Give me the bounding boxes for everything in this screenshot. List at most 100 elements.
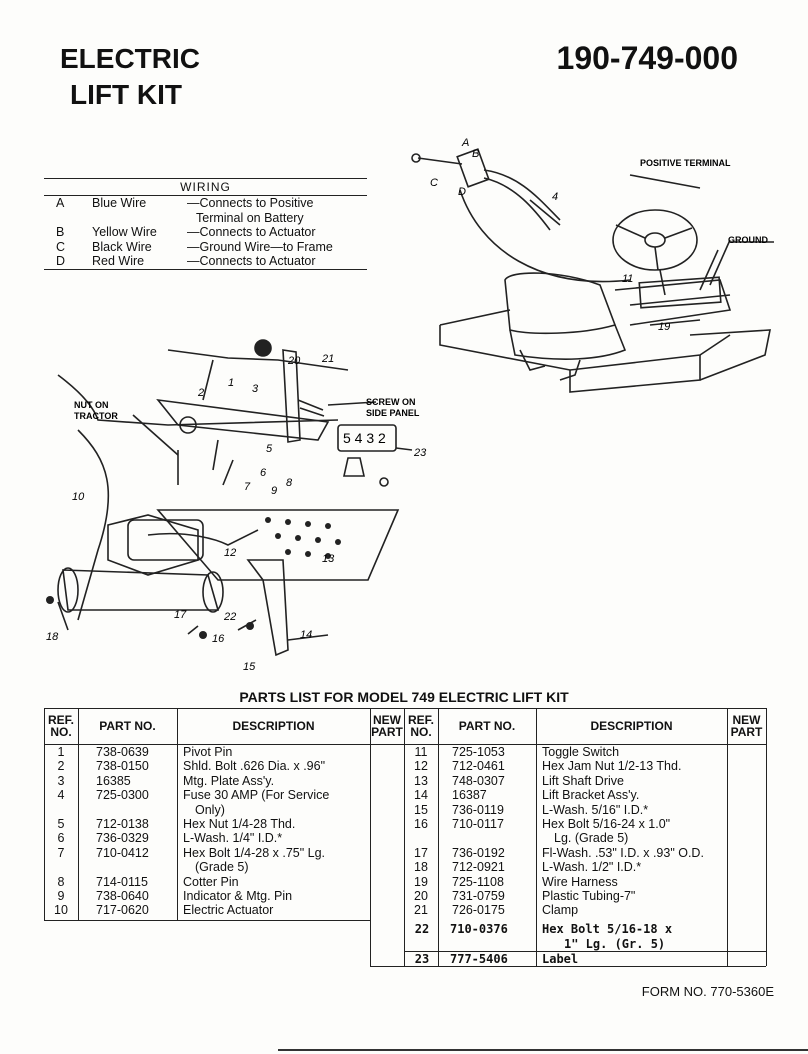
- part-description: Wire Harness: [542, 874, 618, 889]
- part-number: 712-0461: [452, 759, 505, 774]
- callout-number: 6: [260, 467, 267, 479]
- callout-number: 23: [413, 447, 427, 459]
- part-ref: 23: [414, 952, 430, 966]
- part-description: L-Wash. 5/16" I.D.*: [542, 802, 649, 817]
- part-ref: 1: [57, 745, 65, 759]
- part-number: 725-0300: [96, 788, 149, 803]
- tractor-wiring-illustration: POSITIVE TERMINAL GROUND A B C D 11 19 4: [411, 137, 774, 393]
- part-description: Indicator & Mtg. Pin: [183, 889, 293, 903]
- part-description-cont: 1" Lg. (Gr. 5): [564, 937, 666, 951]
- callout-letter: C: [430, 177, 438, 189]
- wiring-key: C: [56, 239, 66, 254]
- page-title-line1: ELECTRIC: [60, 43, 200, 74]
- callout-number: 17: [174, 609, 187, 621]
- part-description: Fuse 30 AMP (For Service: [183, 788, 330, 803]
- part-description: Pivot Pin: [183, 745, 233, 759]
- wiring-desc: —Connects to Actuator: [187, 225, 316, 239]
- callout-letter: B: [472, 148, 479, 160]
- part-description: Lg. (Grade 5): [554, 831, 629, 846]
- callout-number: 18: [46, 631, 59, 643]
- part-ref: 7: [57, 845, 65, 860]
- screw-label-1: SCREW ON: [366, 397, 416, 407]
- part-description: Hex Nut 1/4-28 Thd.: [183, 817, 296, 831]
- wiring-desc: —Ground Wire—to Frame: [187, 239, 333, 254]
- wiring-key: D: [56, 254, 66, 268]
- nut-on-tractor-label-2: TRACTOR: [74, 411, 118, 421]
- callout-number: 8: [286, 477, 293, 489]
- part-ref: 8: [57, 874, 65, 889]
- part-ref: 19: [414, 874, 428, 889]
- part-ref: 20: [414, 889, 428, 903]
- callout-number: 12: [224, 547, 236, 559]
- part-number: 731-0759: [452, 889, 505, 903]
- part-ref: 13: [414, 773, 428, 788]
- part-number: 736-0329: [96, 831, 149, 846]
- part-ref: 12: [414, 759, 428, 774]
- part-number: 736-0119: [452, 802, 504, 817]
- callout-number: 21: [321, 353, 334, 365]
- wiring-color: Blue Wire: [92, 196, 147, 210]
- part-description: Fl-Wash. .53" I.D. x .93" O.D.: [542, 845, 704, 860]
- callout-number: 3: [252, 383, 259, 395]
- header-part-no: PART NO.: [458, 718, 516, 733]
- wiring-color: Black Wire: [92, 239, 152, 254]
- part-description: Clamp: [542, 903, 579, 918]
- wiring-color: Red Wire: [92, 254, 145, 268]
- callout-number: 5: [266, 443, 273, 455]
- parts-list-title: PARTS LIST FOR MODEL 749 ELECTRIC LIFT K…: [239, 689, 569, 705]
- wiring-key: B: [56, 225, 65, 239]
- wiring-row: C Black Wire —Ground Wire—to Frame: [44, 240, 367, 255]
- callout-number: 9: [271, 485, 277, 497]
- part-description: Hex Bolt 5/16-24 x 1.0": [542, 817, 671, 831]
- callout-number: 1: [228, 377, 234, 389]
- part-description: Cotter Pin: [183, 874, 239, 889]
- part-number: 16385: [96, 773, 131, 788]
- form-number: FORM NO. 770-5360E: [641, 984, 774, 999]
- callout-letter: A: [461, 137, 469, 149]
- part-ref: 2: [57, 759, 65, 774]
- part-ref: 9: [57, 889, 65, 903]
- part-number: 712-0138: [96, 817, 149, 831]
- bottom-rule: [278, 1049, 808, 1051]
- part-number: 738-0150: [96, 759, 149, 774]
- part-number: 712-0921: [452, 860, 505, 875]
- part-ref: 3: [57, 773, 65, 788]
- part-number: 738-0639: [96, 745, 149, 759]
- wiring-row: B Yellow Wire —Connects to Actuator: [44, 225, 367, 240]
- part-description: Toggle Switch: [542, 745, 620, 759]
- part-ref: 6: [57, 831, 65, 846]
- callout-number: 7: [244, 481, 251, 493]
- part-ref: 14: [414, 788, 428, 803]
- part-ref: 4: [57, 788, 65, 803]
- header-part-no: PART NO.: [99, 718, 156, 733]
- part-description: Label: [542, 952, 579, 966]
- part-ref: 17: [414, 845, 428, 860]
- part-ref: 21: [414, 903, 428, 918]
- header-ref: REF.NO.: [47, 712, 74, 739]
- part-number: 714-0115: [96, 874, 148, 889]
- wiring-row: Terminal on Battery: [44, 211, 367, 226]
- part-number: 717-0620: [96, 903, 149, 918]
- header-description: DESCRIPTION: [232, 718, 315, 733]
- callout-letter: D: [458, 186, 466, 198]
- header-description: DESCRIPTION: [590, 718, 673, 733]
- screw-label-2: SIDE PANEL: [366, 408, 420, 418]
- part-description: Hex Jam Nut 1/2-13 Thd.: [542, 759, 682, 774]
- callout-number: 13: [322, 553, 335, 565]
- ground-label: GROUND: [728, 235, 768, 245]
- positive-terminal-label: POSITIVE TERMINAL: [640, 158, 731, 168]
- part-description: Hex Bolt 5/16-18 x: [542, 922, 673, 936]
- part-description: Plastic Tubing-7": [542, 889, 636, 903]
- wiring-heading: WIRING: [44, 179, 367, 196]
- page-title-line2: LIFT KIT: [70, 79, 182, 110]
- part-ref: 5: [57, 817, 65, 831]
- callout-number: 14: [300, 629, 312, 641]
- part-number: 777-5406: [450, 952, 508, 966]
- part-number: 725-1053: [452, 745, 505, 759]
- wiring-color: Yellow Wire: [92, 225, 157, 239]
- nut-on-tractor-label-1: NUT ON: [74, 400, 109, 410]
